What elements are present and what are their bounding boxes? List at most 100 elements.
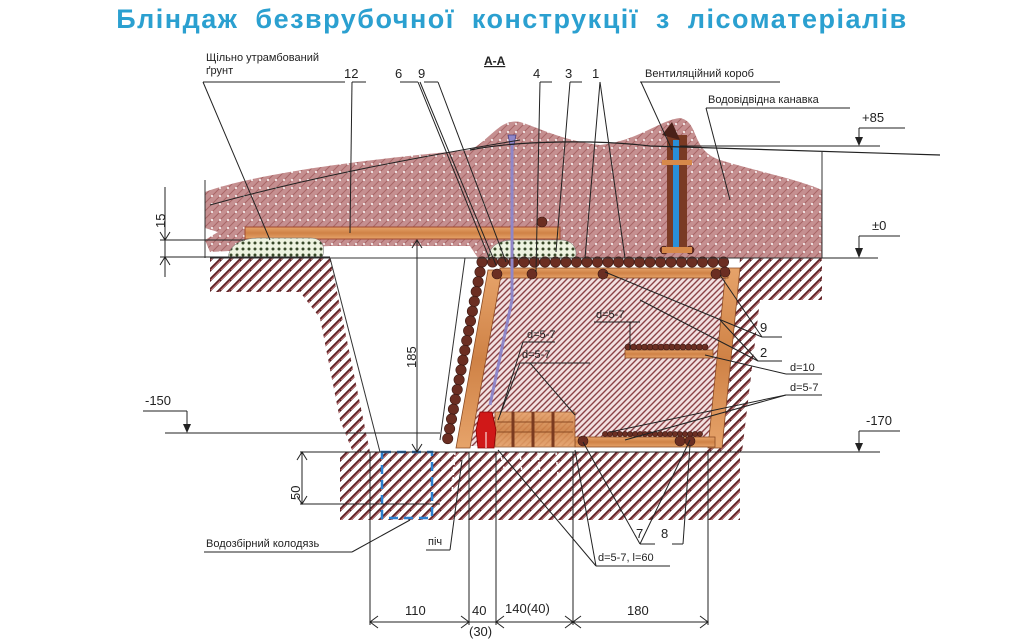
log — [472, 276, 484, 288]
section-label: А-А — [484, 54, 506, 68]
gravel-pad-left — [227, 237, 324, 259]
part-number-9-top: 9 — [418, 66, 425, 81]
log — [457, 354, 469, 366]
ventilation-box — [662, 122, 692, 253]
callout-d10-label: d=10 — [790, 362, 815, 374]
elevation-label-plus85: +85 — [862, 110, 884, 125]
callout-stove-label: піч — [428, 536, 442, 548]
dimension-label-30: (30) — [469, 624, 492, 639]
drain-pipe — [488, 134, 517, 406]
log — [682, 431, 688, 437]
callout-sump-well-label: Водозбірний колодязь — [206, 538, 319, 550]
callout-4-3-1: 4 3 1 — [533, 66, 626, 273]
log — [445, 413, 457, 425]
log — [597, 268, 609, 280]
elevation-label-minus170: -170 — [866, 413, 892, 428]
log — [453, 374, 465, 386]
log — [602, 431, 608, 437]
log — [719, 266, 731, 278]
callout-6-9: 6 9 — [395, 66, 507, 266]
log — [491, 268, 503, 280]
log — [607, 431, 613, 437]
log — [466, 305, 478, 317]
stove-icon — [475, 411, 497, 449]
log — [455, 364, 467, 376]
log — [657, 343, 665, 351]
bottom-dimensions: 110 40 (30) 140(40) 180 — [369, 452, 709, 639]
part-number-3: 3 — [565, 66, 572, 81]
callout-d10: d=10 — [704, 354, 822, 375]
log — [451, 384, 463, 396]
callout-stakes-label: d=5-7, l=60 — [598, 552, 654, 564]
dimension-label-110: 110 — [405, 603, 426, 618]
callout-7-8: 7 8 — [582, 439, 691, 545]
elevation-label-minus150: -150 — [145, 393, 171, 408]
log — [526, 268, 538, 280]
dimension-50: 50 — [288, 451, 440, 505]
callout-9-right: 9 — [604, 271, 782, 338]
log — [536, 216, 548, 228]
bench — [494, 411, 576, 448]
log — [663, 343, 670, 351]
dimension-15: 15 — [153, 187, 330, 277]
log — [668, 343, 676, 351]
log — [463, 325, 475, 337]
log — [442, 433, 454, 445]
log — [667, 431, 673, 437]
callout-compacted-soil-line2: ґрунт — [206, 65, 233, 77]
log — [690, 343, 698, 351]
dimension-185: 185 — [404, 239, 423, 453]
elevation-minus150: -150 — [143, 393, 440, 434]
log — [468, 295, 480, 307]
log — [464, 315, 476, 327]
callout-sump-well: Водозбірний колодязь — [204, 519, 411, 553]
page-title: Бліндаж безврубочної конструкції з лісом… — [116, 4, 908, 34]
log — [470, 286, 482, 298]
callout-ventilation-box-label: Вентиляційний короб — [645, 68, 754, 80]
callout-d5-7-bench: d=5-7 d=5-7 — [497, 329, 590, 421]
elevation-zero: ±0 — [822, 218, 900, 259]
log — [697, 431, 703, 437]
callout-d5-7-bench-label-1: d=5-7 — [527, 329, 555, 341]
callout-d5-7-shelf-label: d=5-7 — [596, 309, 624, 321]
log — [474, 266, 486, 278]
stakes — [451, 451, 559, 496]
callout-drainage-ditch-label: Водовідвідна канавка — [708, 94, 820, 106]
part-number-6: 6 — [395, 66, 402, 81]
log — [461, 335, 473, 347]
sump-well — [380, 450, 434, 520]
callout-stakes: d=5-7, l=60 — [497, 449, 670, 567]
log — [632, 431, 638, 437]
log — [674, 435, 686, 447]
log — [672, 431, 678, 437]
callout-d5-7-shelf: d=5-7 — [594, 309, 640, 350]
log — [577, 435, 589, 447]
part-number-7: 7 — [636, 526, 643, 541]
log — [710, 268, 722, 280]
callout-stove: піч — [426, 459, 463, 551]
log — [662, 431, 668, 437]
part-number-1: 1 — [592, 66, 599, 81]
dimension-label-40: 40 — [472, 603, 486, 618]
log — [692, 431, 698, 437]
log — [627, 431, 633, 437]
elevation-minus170: -170 — [700, 413, 900, 453]
callout-2: 2 — [639, 299, 782, 362]
log — [685, 343, 692, 351]
dimension-label-180: 180 — [627, 603, 649, 618]
callout-compacted-soil: Щільно утрамбований ґрунт — [202, 52, 345, 241]
log — [622, 431, 628, 437]
timber-wall-right — [707, 267, 741, 449]
log — [612, 431, 618, 437]
dimension-label-50: 50 — [288, 486, 303, 500]
timber-shelf — [624, 349, 714, 359]
dimension-label-185: 185 — [404, 346, 419, 368]
log — [646, 343, 654, 351]
log — [652, 343, 659, 351]
log — [701, 343, 709, 351]
callout-12: 12 — [344, 66, 366, 234]
dimension-label-140: 140(40) — [505, 601, 550, 616]
log — [447, 403, 459, 415]
callout-compacted-soil-line1: Щільно утрамбований — [206, 52, 319, 64]
